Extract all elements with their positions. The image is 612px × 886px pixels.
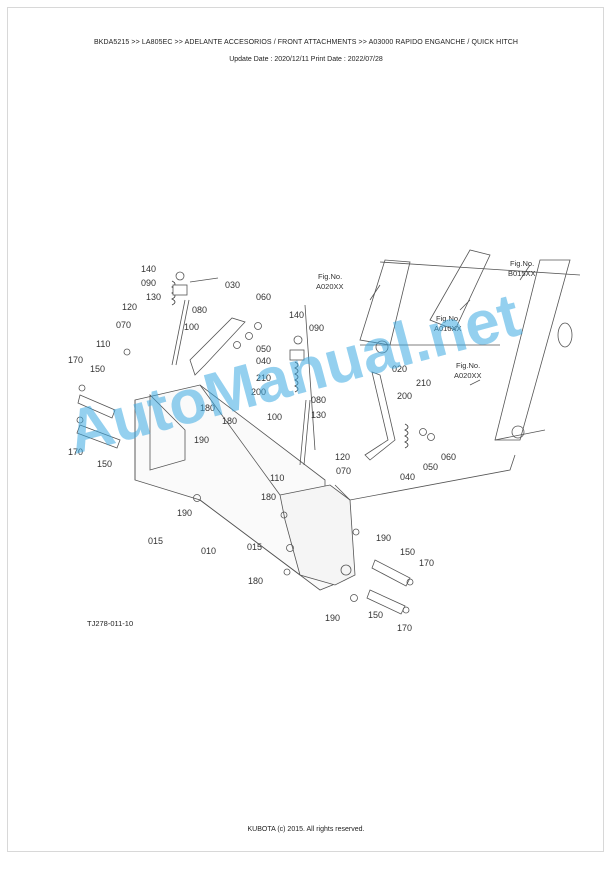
part-label: 120 xyxy=(335,452,350,462)
part-label: 170 xyxy=(419,558,434,568)
part-label: 130 xyxy=(146,292,161,302)
part-label: 100 xyxy=(184,322,199,332)
part-label: 150 xyxy=(97,459,112,469)
part-label: 210 xyxy=(256,373,271,383)
part-label: 200 xyxy=(397,391,412,401)
part-label: 050 xyxy=(256,344,271,354)
part-label: 150 xyxy=(368,610,383,620)
part-label: 080 xyxy=(192,305,207,315)
part-label: 150 xyxy=(400,547,415,557)
part-label: 120 xyxy=(122,302,137,312)
part-label: 210 xyxy=(416,378,431,388)
part-label: 020 xyxy=(392,364,407,374)
part-label: 180 xyxy=(261,492,276,502)
part-label: 030 xyxy=(225,280,240,290)
fig-ref-code: B015XX xyxy=(508,269,536,278)
fig-ref-code: A020XX xyxy=(454,371,482,380)
part-label: 170 xyxy=(397,623,412,633)
copyright-footer: KUBOTA (c) 2015. All rights reserved. xyxy=(247,826,365,833)
part-label: 150 xyxy=(90,364,105,374)
part-label: 060 xyxy=(256,292,271,302)
part-label: 130 xyxy=(311,410,326,420)
part-label: 060 xyxy=(441,452,456,462)
fig-ref-label: Fig.No. xyxy=(318,272,342,281)
part-label: 170 xyxy=(68,355,83,365)
part-label: 070 xyxy=(336,466,351,476)
part-label: 050 xyxy=(423,462,438,472)
part-label: 010 xyxy=(201,546,216,556)
part-label: 015 xyxy=(247,542,262,552)
part-label: 015 xyxy=(148,536,163,546)
breadcrumb-path: BKDA5215 >> LA805EC >> ADELANTE ACCESORI… xyxy=(93,39,519,46)
part-label: 040 xyxy=(400,472,415,482)
part-label: 190 xyxy=(376,533,391,543)
part-label: 040 xyxy=(256,356,271,366)
page-border xyxy=(7,7,604,852)
fig-ref-code: A010XX xyxy=(434,324,462,333)
fig-ref-code: A020XX xyxy=(316,282,344,291)
part-label: 170 xyxy=(68,447,83,457)
part-label: 190 xyxy=(325,613,340,623)
part-label: 110 xyxy=(270,473,284,483)
part-label: 090 xyxy=(309,323,324,333)
part-label: 180 xyxy=(200,403,215,413)
part-label: 070 xyxy=(116,320,131,330)
part-label: 090 xyxy=(141,278,156,288)
drawing-id: TJ278-011-10 xyxy=(87,619,134,628)
part-label: 190 xyxy=(194,435,209,445)
part-label: 180 xyxy=(248,576,263,586)
part-label: 200 xyxy=(251,387,266,397)
fig-ref-label: Fig.No. xyxy=(510,259,534,268)
part-label: 110 xyxy=(96,339,110,349)
part-label: 180 xyxy=(222,416,237,426)
fig-ref-label: Fig.No. xyxy=(436,314,460,323)
date-line: Update Date : 2020/12/11 Print Date : 20… xyxy=(229,56,383,63)
part-label: 140 xyxy=(141,264,156,274)
part-label: 190 xyxy=(177,508,192,518)
part-label: 080 xyxy=(311,395,326,405)
part-label: 140 xyxy=(289,310,304,320)
fig-ref-label: Fig.No. xyxy=(456,361,480,370)
part-label: 100 xyxy=(267,412,282,422)
